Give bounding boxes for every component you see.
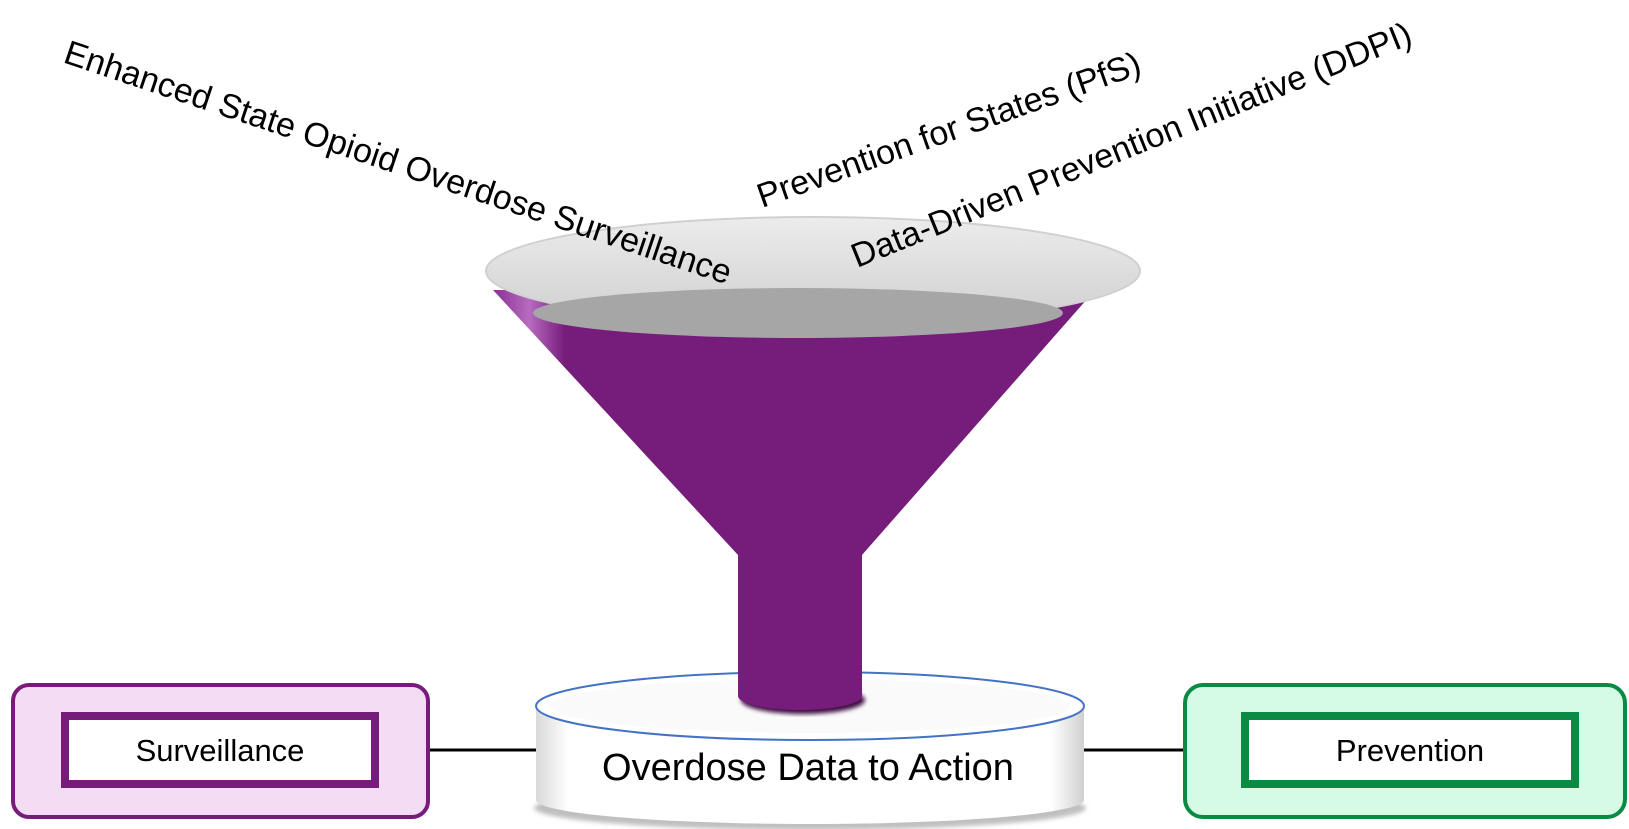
prevention-box: Prevention [1183, 683, 1627, 819]
surveillance-label: Surveillance [136, 733, 305, 768]
input-pfs: Prevention for States (PfS) [752, 45, 1146, 216]
hub-label: Overdose Data to Action [602, 747, 1014, 789]
funnel-icon [485, 216, 1141, 714]
surveillance-box: Surveillance [11, 683, 430, 819]
input-esoos: Enhanced State Opioid Overdose Surveilla… [59, 34, 736, 293]
prevention-label: Prevention [1336, 733, 1484, 768]
